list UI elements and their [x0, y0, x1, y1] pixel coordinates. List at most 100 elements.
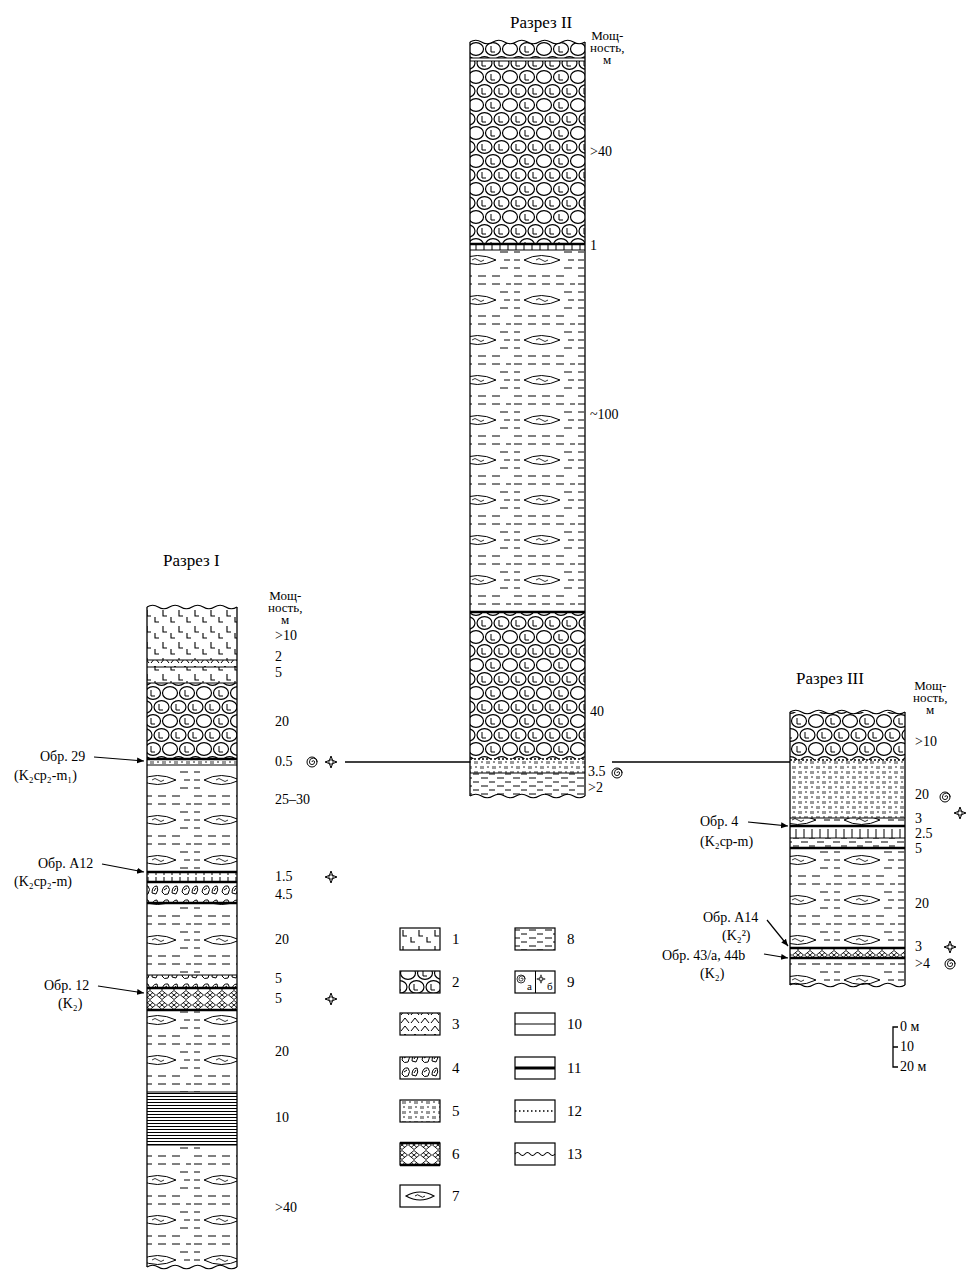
section-label: 0.5 [275, 755, 293, 769]
section-label: 4.5 [275, 888, 293, 902]
section-label: 3 [915, 940, 922, 954]
section-label: 40 [590, 705, 604, 719]
section-label: (K₂cp₂-m) [14, 875, 72, 889]
fossil-symbols [945, 959, 955, 969]
fossil-symbols [612, 768, 622, 778]
legend-number: 6 [452, 1147, 460, 1162]
legend-letter: а [527, 981, 532, 992]
legend-swatch [400, 1100, 440, 1122]
legend-number: 1 [452, 932, 460, 947]
section-label: >4 [915, 957, 930, 971]
section-two-layers [470, 758, 585, 760]
section-three-layers [790, 983, 905, 987]
section-three-layers [790, 826, 905, 958]
legend-sample [400, 1100, 440, 1122]
section-three-layers [790, 710, 905, 714]
legend-number: 13 [567, 1147, 582, 1162]
section-label: 10 [900, 1040, 914, 1054]
scale-bar [893, 1027, 898, 1067]
section-label: >40 [590, 145, 612, 159]
legend-swatch [515, 1143, 555, 1165]
section-label: 5 [275, 972, 282, 986]
section-three-layers [790, 759, 905, 761]
section-label: 3 [915, 812, 922, 826]
legend-stroke [535, 971, 536, 993]
section-label: 20 [275, 933, 289, 947]
section-three-layers [790, 760, 905, 818]
legend-swatch [400, 928, 440, 950]
section-column: Разрез III [790, 668, 905, 988]
section-label: 1 [590, 239, 597, 253]
section-one-layers [147, 872, 237, 882]
section-two-layers [470, 58, 585, 773]
section-title: Разрез III [796, 670, 864, 687]
legend-number: 5 [452, 1104, 460, 1119]
legend-sample [515, 1013, 555, 1035]
section-column: Разрез II [470, 12, 612, 800]
legend-number: 12 [567, 1104, 582, 1119]
sample-arrows [94, 757, 788, 993]
legend-number: 8 [567, 932, 575, 947]
fossil-symbols [307, 757, 317, 767]
section-three-layers [790, 838, 905, 848]
legend-stroke [515, 1110, 555, 1112]
section-one-layers [147, 1265, 237, 1269]
section-one-layers [147, 1145, 237, 1267]
legend-sample [515, 971, 555, 993]
legend-sample [515, 1100, 555, 1122]
ammonite-symbol [517, 975, 525, 983]
section-three-layers [790, 948, 905, 958]
section-two-layers [470, 759, 585, 773]
section-two-layers [470, 244, 585, 612]
section-label: 0 м [900, 1020, 919, 1034]
sample-arrows [94, 757, 144, 761]
thickness-header: Мощ- ность, м [590, 30, 624, 66]
legend-stroke [515, 1024, 555, 1025]
section-label: 20 [275, 1045, 289, 1059]
section-label: Обр. 12 [44, 979, 89, 993]
section-title: Разрез II [510, 14, 572, 31]
section-label: 1.5 [275, 870, 293, 884]
sample-arrows [102, 864, 144, 872]
legend-sample [515, 1143, 555, 1165]
section-three-layers [790, 848, 905, 948]
correlation-line [345, 761, 470, 762]
legend-number: 2 [452, 975, 460, 990]
section-label: 10 [275, 1111, 289, 1125]
scale-bar [893, 1027, 898, 1067]
sample-arrows [767, 920, 788, 946]
legend-sample [515, 928, 555, 950]
section-one-layers [147, 607, 237, 1267]
legend-swatch [515, 1013, 555, 1035]
legend-swatch [400, 1185, 440, 1207]
section-label: 25–30 [275, 793, 310, 807]
section-label: (K₂²) [722, 929, 751, 943]
section-one-layers [147, 903, 237, 975]
section-two-layers [470, 61, 585, 244]
section-label: 2.5 [915, 827, 933, 841]
legend-swatch [515, 928, 555, 950]
section-two-layers [470, 40, 585, 798]
section-label: (K₂) [700, 967, 724, 981]
section-one-layers [147, 765, 237, 872]
section-one-layers [147, 660, 237, 1145]
section-two-layers [470, 40, 585, 44]
legend-sample [400, 1185, 440, 1207]
section-label: ~100 [590, 408, 619, 422]
legend-stroke [400, 1143, 440, 1165]
fossil-symbols [325, 871, 337, 883]
section-column: Разрез I [145, 550, 345, 1270]
section-two-layers [470, 612, 585, 759]
section-two-layers [470, 42, 585, 58]
sample-arrows [764, 954, 788, 958]
section-three-layers [790, 712, 905, 760]
section-one-layers [147, 605, 237, 609]
section-title: Разрез I [163, 552, 220, 569]
legend-stroke [515, 1067, 555, 1070]
legend-swatch [515, 1100, 555, 1122]
section-label: (K₂cp-m) [700, 835, 753, 849]
section-one-layers [147, 988, 237, 1010]
legend-sample [400, 1013, 440, 1035]
